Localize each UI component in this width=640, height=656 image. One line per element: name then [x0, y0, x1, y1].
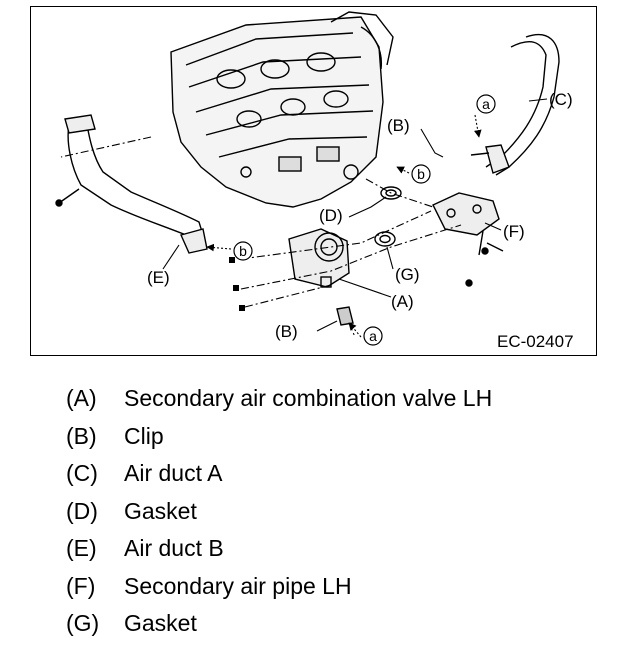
legend-text: Clip	[124, 422, 164, 449]
legend-row-b: (B) Clip	[62, 418, 622, 456]
leader-lines	[162, 98, 548, 332]
parts-legend: (A) Secondary air combination valve LH (…	[62, 380, 622, 643]
callout-b-bottom: (B)	[275, 322, 298, 341]
circled-mark-a-bottom: a	[363, 326, 383, 346]
legend-text: Gasket	[124, 497, 197, 524]
combination-valve-part	[288, 228, 354, 326]
engine-block	[170, 11, 394, 208]
legend-key: (C)	[66, 460, 98, 486]
legend-key: (E)	[66, 535, 97, 561]
callout-c: (C)	[549, 90, 573, 109]
legend-key: (F)	[66, 572, 96, 599]
callout-f: (F)	[503, 222, 525, 241]
legend-text: Secondary air combination valve LH	[124, 385, 493, 411]
legend-text: Air duct B	[124, 535, 224, 561]
legend-key: (A)	[66, 385, 97, 411]
legend-row-a: (A) Secondary air combination valve LH	[62, 380, 622, 418]
gaskets	[374, 186, 402, 247]
direction-arrows	[206, 114, 482, 338]
circled-mark-b-top: b	[411, 164, 431, 184]
diagram-artwork: a b b a (C) (B) (D) (F) (E) (G) (A) (B) …	[55, 11, 574, 351]
legend-row-c: (C) Air duct A	[62, 455, 622, 493]
svg-text:b: b	[239, 243, 247, 259]
callout-a: (A)	[391, 292, 414, 311]
callout-g: (G)	[395, 265, 420, 284]
callout-b-top: (B)	[387, 116, 410, 135]
legend-row-f: (F) Secondary air pipe LH	[62, 568, 622, 606]
legend-text: Secondary air pipe LH	[124, 572, 352, 599]
legend-row-g: (G) Gasket	[62, 605, 622, 643]
svg-text:a: a	[369, 328, 377, 344]
circled-mark-b-left: b	[233, 241, 253, 261]
svg-text:a: a	[482, 96, 490, 112]
legend-key: (G)	[66, 610, 100, 636]
secondary-air-pipe-part	[432, 192, 504, 287]
figure-code: EC-02407	[497, 332, 574, 351]
callout-e: (E)	[147, 268, 170, 287]
legend-key: (D)	[66, 497, 98, 524]
exploded-diagram: a b b a (C) (B) (D) (F) (E) (G) (A) (B) …	[30, 6, 597, 356]
svg-text:b: b	[417, 166, 425, 182]
legend-text: Air duct A	[124, 460, 223, 486]
callout-d: (D)	[319, 206, 343, 225]
legend-key: (B)	[66, 422, 97, 449]
circled-mark-a-top: a	[476, 94, 496, 114]
legend-row-d: (D) Gasket	[62, 493, 622, 531]
bolts	[229, 257, 245, 311]
legend-text: Gasket	[124, 610, 197, 636]
air-duct-a-part	[470, 34, 560, 176]
legend-row-e: (E) Air duct B	[62, 530, 622, 568]
